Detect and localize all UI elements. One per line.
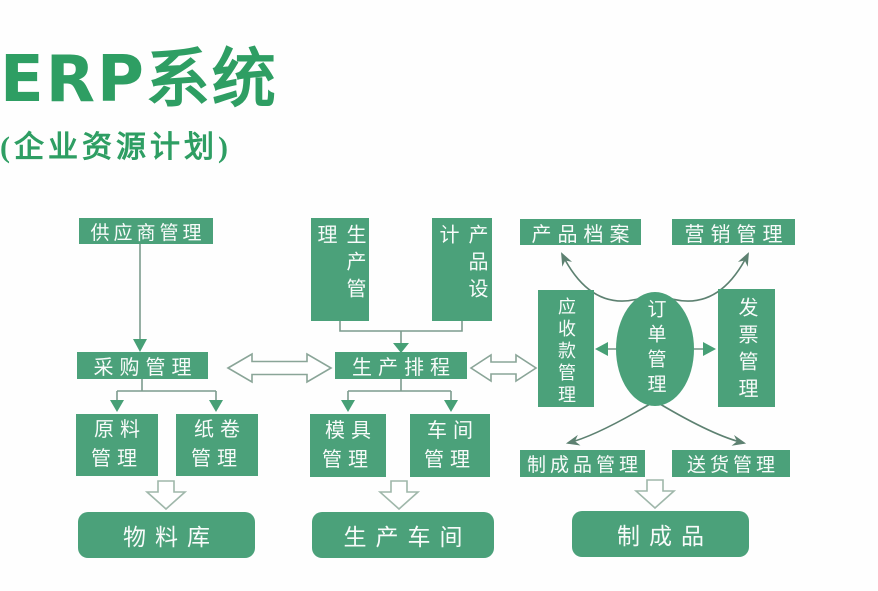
node-workshop-management: 车间管理 [410,414,490,477]
arrow-orders-to-receivables [595,342,616,356]
node-finished-product-management: 制成品管理 [520,450,645,477]
arrow-orders-to-delivery [659,403,747,446]
node-production-management: 生产管理 [311,218,369,321]
node-delivery-management: 送货管理 [672,450,790,477]
node-purchasing-management: 采购管理 [77,352,208,379]
node-product-design: 产品设计 [432,218,492,321]
arrow-production-design-to-scheduling [339,321,463,353]
node-order-management: 订单管理 [616,292,694,406]
node-raw-material-management: 原料管理 [76,414,158,476]
arrow-scheduling-split [341,379,458,412]
node-paper-roll-management: 纸卷管理 [176,414,258,476]
node-production-workshop: 生产车间 [312,512,494,558]
block-arrow-to-finished-goods [633,479,677,510]
block-arrow-to-material-store [144,480,188,511]
block-arrow-to-production-floor [377,480,421,511]
arrow-purchasing-split [110,379,223,412]
arrow-orders-to-invoice [694,342,716,356]
node-finished-goods: 制成品 [572,511,749,557]
double-arrow-purchasing-scheduling [226,352,333,384]
node-product-archive: 产品档案 [520,219,641,246]
node-supplier-management: 供应商管理 [79,218,213,244]
node-marketing-management: 营销管理 [672,219,795,246]
node-material-warehouse: 物料库 [78,512,255,558]
page-title: ERP系统 [0,43,278,117]
node-receivables-management: 应收款管理 [538,290,594,407]
double-arrow-scheduling-receivables [469,353,538,383]
arrow-orders-to-finished-mgmt [565,403,651,446]
arrow-supplier-to-purchasing [133,244,147,352]
node-label: 纸卷管理 [191,419,246,470]
node-invoice-management: 发票管理 [718,289,775,407]
node-label: 原料管理 [91,419,146,470]
node-label: 车间管理 [424,419,479,471]
node-mold-management: 模具管理 [310,414,386,477]
page-subtitle: (企业资源计划) [0,131,232,164]
node-label: 模具管理 [322,419,377,471]
node-production-scheduling: 生产排程 [335,352,467,379]
